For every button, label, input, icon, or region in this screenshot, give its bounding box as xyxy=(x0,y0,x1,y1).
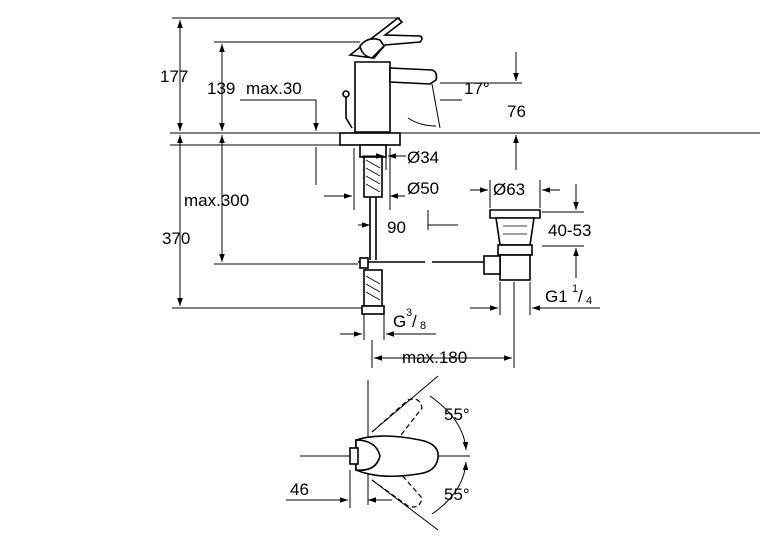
dim-55-bot: 55° xyxy=(444,485,470,504)
svg-text:1: 1 xyxy=(572,283,578,295)
dim-g38: G xyxy=(393,312,406,331)
faucet-spout xyxy=(389,67,438,85)
faucet-lever xyxy=(347,16,423,59)
svg-text:/: / xyxy=(412,312,417,331)
svg-text:3: 3 xyxy=(406,307,412,319)
svg-text:/: / xyxy=(578,287,583,306)
dim-76: 76 xyxy=(507,102,526,121)
dim-63: Ø63 xyxy=(493,180,525,199)
dim-40-53: 40-53 xyxy=(548,221,591,240)
faucet-lever-cap xyxy=(359,38,386,59)
dim-max180: max.180 xyxy=(402,348,467,367)
dim-17deg: 17° xyxy=(464,79,490,98)
dim-46: 46 xyxy=(290,480,309,499)
drain-assembly xyxy=(483,209,541,281)
dim-55-top: 55° xyxy=(444,405,470,424)
drain-body xyxy=(499,254,531,281)
dim-max300: max.300 xyxy=(184,191,249,210)
svg-text:8: 8 xyxy=(420,320,426,332)
faucet-top-view xyxy=(300,375,470,531)
svg-text:4: 4 xyxy=(586,295,592,307)
dim-g1: G1 xyxy=(545,287,568,306)
dim-177: 177 xyxy=(160,67,188,86)
dim-90: 90 xyxy=(387,218,406,237)
mounting-shank xyxy=(363,156,383,198)
faucet-body xyxy=(354,61,391,133)
faucet-side-view xyxy=(170,16,760,315)
dim-34: Ø34 xyxy=(407,148,439,167)
popup-rod xyxy=(345,96,353,129)
top-view-body xyxy=(355,435,439,478)
dim-50: Ø50 xyxy=(407,179,439,198)
dim-max30: max.30 xyxy=(246,79,302,98)
dim-370: 370 xyxy=(162,229,190,248)
dim-139: 139 xyxy=(207,79,235,98)
drain-flange xyxy=(495,217,535,246)
